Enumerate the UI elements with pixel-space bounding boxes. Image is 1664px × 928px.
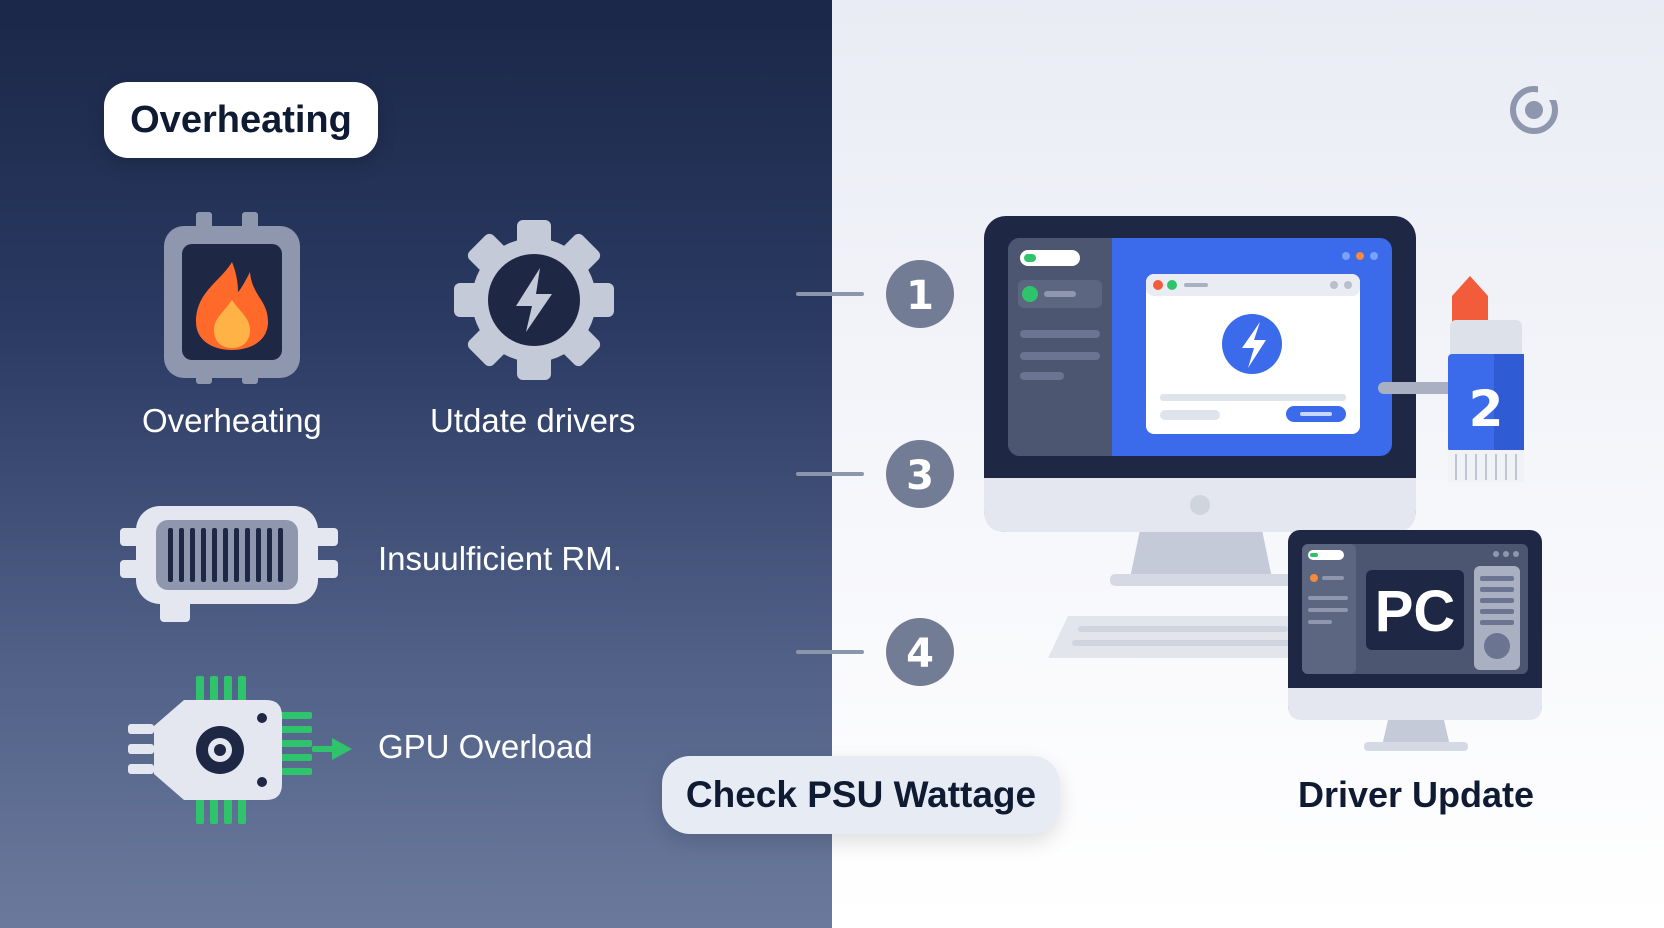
gear-lightning-icon	[454, 220, 614, 380]
gpu-overload-label: GPU Overload	[378, 728, 593, 765]
step-circle-4	[886, 618, 954, 686]
cpu-flame-icon	[164, 212, 300, 384]
step-number-3: 3	[906, 453, 934, 499]
step-number-4: 4	[906, 631, 934, 677]
insufficient-ram-label: Insuulficient RM.	[378, 540, 622, 577]
refresh-icon[interactable]	[1510, 86, 1558, 134]
step-number-1: 1	[906, 273, 934, 319]
small-monitor-label: PC	[1375, 579, 1456, 644]
step-circle-3	[886, 440, 954, 508]
glue-tube-icon	[1448, 276, 1524, 482]
check-psu-wattage-button[interactable]: Check PSU Wattage	[662, 756, 1060, 834]
ram-module-icon	[120, 506, 338, 622]
update-drivers-label: Utdate drivers	[430, 402, 636, 439]
tube-step-number: 2	[1469, 380, 1504, 438]
small-monitor-icon	[1288, 530, 1542, 751]
driver-update-label: Driver Update	[1297, 774, 1535, 815]
gpu-chip-icon	[128, 676, 352, 824]
title-badge: Overheating	[104, 82, 378, 158]
step-circle-1	[886, 260, 954, 328]
step-connectors	[796, 292, 864, 654]
monitor-icon	[984, 216, 1454, 586]
keyboard-icon	[1048, 616, 1322, 658]
overheating-label: Overheating	[142, 402, 322, 439]
